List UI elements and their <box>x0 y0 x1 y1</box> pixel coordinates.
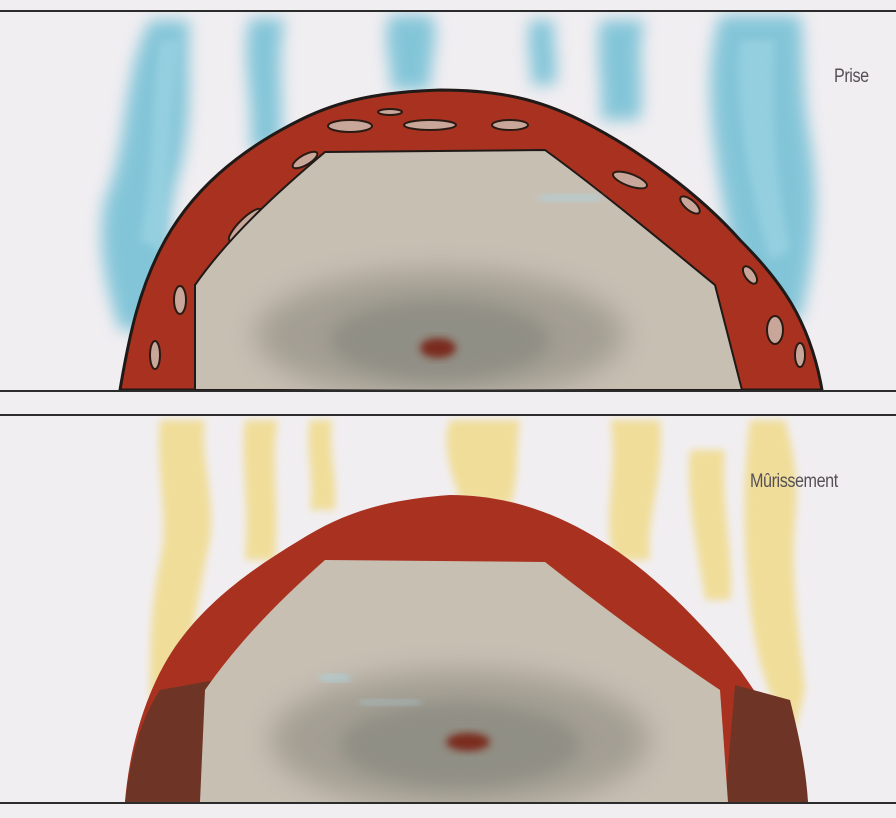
panel-murissement <box>125 420 808 810</box>
panel-label-murissement: Mûrissement <box>750 471 838 493</box>
panel-prise <box>102 15 822 400</box>
center-point-top <box>420 338 456 358</box>
panel-label-prise: Prise <box>834 66 869 88</box>
center-point-bottom <box>446 733 490 751</box>
